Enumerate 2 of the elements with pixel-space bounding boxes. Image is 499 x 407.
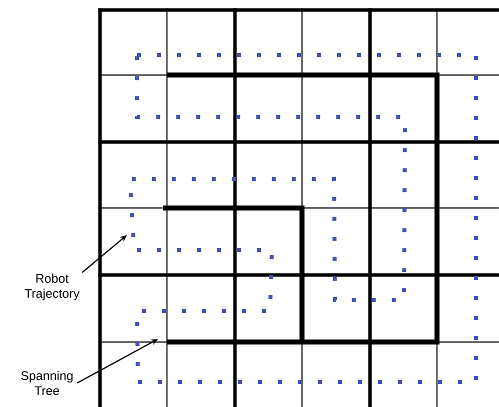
- callout-label: Spanning Tree: [21, 370, 73, 396]
- callout-label: Robot Trajectory: [24, 274, 80, 300]
